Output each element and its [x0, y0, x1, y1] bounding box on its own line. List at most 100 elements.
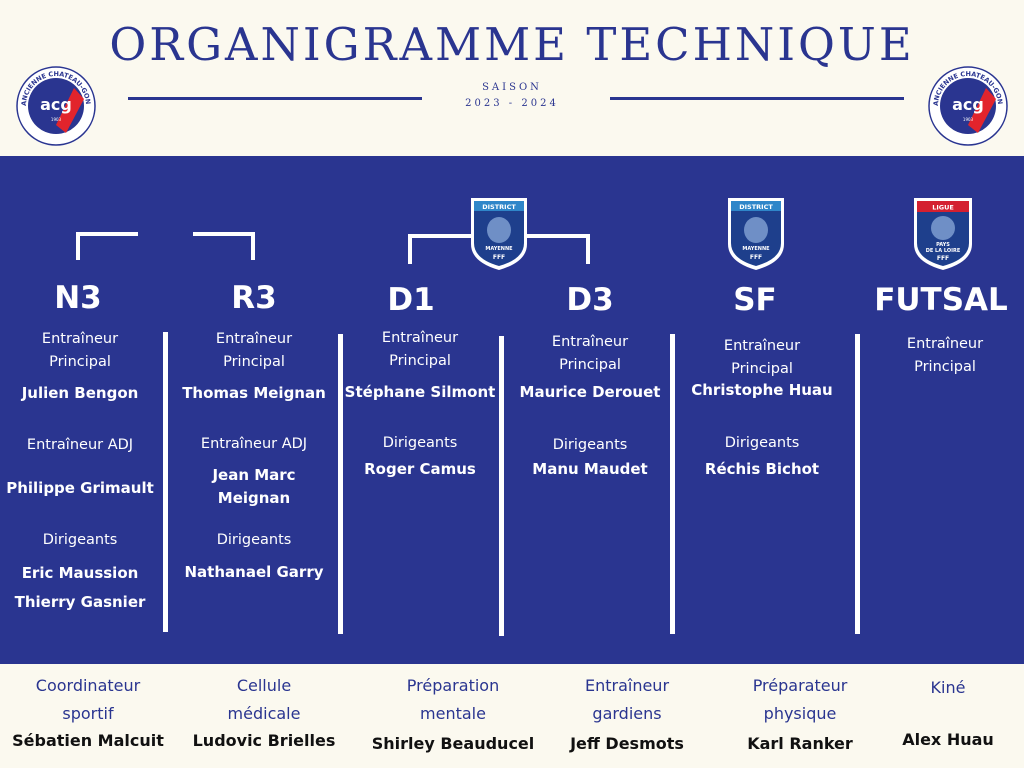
- person-name: Réchis Bichot: [704, 460, 820, 478]
- person-name: Meignan: [217, 489, 291, 507]
- team-name: D1: [387, 282, 435, 318]
- staff-role: Kiné: [930, 678, 966, 697]
- logo-year: 1903: [963, 117, 974, 122]
- team-column-d1: D1 Entraîneur Principal Stéphane Silmont…: [340, 282, 500, 481]
- ligue-pays-de-la-loire-badge: LIGUE PAYS DE LA LOIRE FFF: [914, 198, 972, 270]
- club-logo-left: acg 1903 ANCIENNE CHATEAU-GONTIER: [16, 63, 96, 146]
- svg-text:DISTRICT: DISTRICT: [482, 203, 516, 211]
- logo-monogram: acg: [40, 95, 72, 114]
- person-name: Stéphane Silmont: [344, 383, 496, 401]
- column-separator: [855, 334, 860, 634]
- role-label: Principal: [49, 354, 111, 370]
- person-name: Thierry Gasnier: [14, 593, 146, 611]
- person-name: Thomas Meignan: [182, 384, 326, 402]
- teams-panel: DISTRICT MAYENNE FFF DISTRICT MAYENNE FF…: [0, 156, 1024, 664]
- role-label: Principal: [223, 354, 285, 370]
- staff-role: sportif: [62, 704, 114, 723]
- staff-entraineur-gardiens: Entraîneur gardiens Jeff Desmots: [550, 672, 704, 753]
- role-label: Entraîneur: [215, 331, 293, 347]
- svg-text:MAYENNE: MAYENNE: [742, 246, 770, 252]
- role-label: Principal: [559, 357, 621, 373]
- staff-coordinateur: Coordinateur sportif Sébatien Malcuit: [0, 672, 176, 750]
- staff-kine: Kiné Alex Huau: [878, 674, 1018, 749]
- svg-text:DE LA LOIRE: DE LA LOIRE: [926, 248, 961, 254]
- person-name: Christophe Huau: [691, 381, 833, 399]
- staff-role: Cellule: [236, 676, 292, 695]
- staff-preparation-mentale: Préparation mentale Shirley Beauducel: [360, 672, 546, 753]
- district-mayenne-badge: DISTRICT MAYENNE FFF: [471, 198, 527, 270]
- column-separator: [499, 336, 504, 636]
- role-label: Entraîneur: [723, 338, 801, 354]
- role-label: Dirigeants: [552, 437, 628, 453]
- header-rule-right: [610, 97, 904, 100]
- person-name: Nathanael Garry: [184, 563, 324, 581]
- staff-name: Shirley Beauducel: [371, 734, 535, 753]
- staff-preparateur-physique: Préparateur physique Karl Ranker: [720, 672, 880, 753]
- column-separator: [670, 334, 675, 634]
- staff-name: Ludovic Brielles: [192, 731, 336, 750]
- svg-text:MAYENNE: MAYENNE: [485, 246, 513, 252]
- person-name: Eric Maussion: [21, 564, 139, 582]
- bracket-n3: [76, 232, 138, 260]
- person-name: Philippe Grimault: [6, 479, 154, 497]
- column-separator: [163, 332, 168, 632]
- role-label: Entraîneur ADJ: [200, 436, 308, 452]
- svg-text:DISTRICT: DISTRICT: [739, 203, 773, 211]
- role-label: Entraîneur: [381, 330, 459, 346]
- staff-cellule-medicale: Cellule médicale Ludovic Brielles: [180, 672, 348, 750]
- role-label: Entraîneur ADJ: [26, 437, 134, 453]
- staff-name: Sébatien Malcuit: [12, 731, 164, 750]
- role-label: Principal: [731, 361, 793, 377]
- season-label: SAISON: [482, 82, 542, 93]
- staff-role: Préparateur: [752, 676, 848, 695]
- bracket-r3: [193, 232, 255, 260]
- team-name: SF: [733, 282, 777, 318]
- role-label: Dirigeants: [724, 435, 800, 451]
- staff-role: gardiens: [592, 704, 662, 723]
- svg-text:FFF: FFF: [493, 254, 505, 261]
- role-label: Entraîneur: [41, 331, 119, 347]
- club-logo-right: acg 1903 ANCIENNE CHATEAU-GONTIER: [928, 63, 1008, 146]
- team-column-d3: D3 Entraîneur Principal Maurice Derouet …: [505, 282, 675, 481]
- role-label: Principal: [389, 353, 451, 369]
- team-column-futsal: FUTSAL Entraîneur Principal: [866, 282, 1024, 379]
- role-label: Dirigeants: [382, 435, 458, 451]
- header-rule-left: [128, 97, 422, 100]
- logo-year: 1903: [51, 117, 62, 122]
- svg-text:FFF: FFF: [937, 255, 949, 262]
- team-column-n3: N3 Entraîneur Principal Julien Bengon En…: [0, 280, 160, 614]
- staff-role: Coordinateur: [35, 676, 141, 695]
- column-separator: [338, 334, 343, 634]
- page-title: ORGANIGRAMME TECHNIQUE: [109, 18, 915, 71]
- staff-role: mentale: [420, 704, 486, 723]
- role-label: Entraîneur: [551, 334, 629, 350]
- staff-role: physique: [763, 704, 837, 723]
- staff-name: Alex Huau: [902, 730, 994, 749]
- team-name: D3: [566, 282, 614, 318]
- staff-role: médicale: [227, 704, 301, 723]
- person-name: Jean Marc: [212, 466, 296, 484]
- team-name: N3: [54, 280, 102, 316]
- role-label: Principal: [914, 359, 976, 375]
- staff-name: Jeff Desmots: [570, 734, 684, 753]
- person-name: Manu Maudet: [532, 460, 648, 478]
- person-name: Roger Camus: [364, 460, 476, 478]
- district-mayenne-badge: DISTRICT MAYENNE FFF: [728, 198, 784, 270]
- person-name: Maurice Derouet: [519, 383, 661, 401]
- season-block: SAISON 2023 - 2024: [440, 80, 584, 112]
- role-label: Dirigeants: [42, 532, 118, 548]
- staff-role: Préparation: [406, 676, 500, 695]
- team-column-r3: R3 Entraîneur Principal Thomas Meignan E…: [170, 280, 338, 584]
- svg-text:LIGUE: LIGUE: [932, 204, 954, 212]
- header: ORGANIGRAMME TECHNIQUE SAISON 2023 - 202…: [0, 0, 1024, 156]
- role-label: Dirigeants: [216, 532, 292, 548]
- team-column-sf: SF Entraîneur Principal Christophe Huau …: [678, 282, 846, 481]
- team-name: R3: [231, 280, 277, 316]
- season-years: 2023 - 2024: [465, 98, 559, 109]
- team-name: FUTSAL: [874, 282, 1008, 318]
- person-name: Julien Bengon: [21, 384, 139, 402]
- staff-role: Entraîneur: [584, 676, 670, 695]
- staff-name: Karl Ranker: [747, 734, 853, 753]
- svg-text:PAYS: PAYS: [936, 242, 950, 248]
- svg-text:FFF: FFF: [750, 254, 762, 261]
